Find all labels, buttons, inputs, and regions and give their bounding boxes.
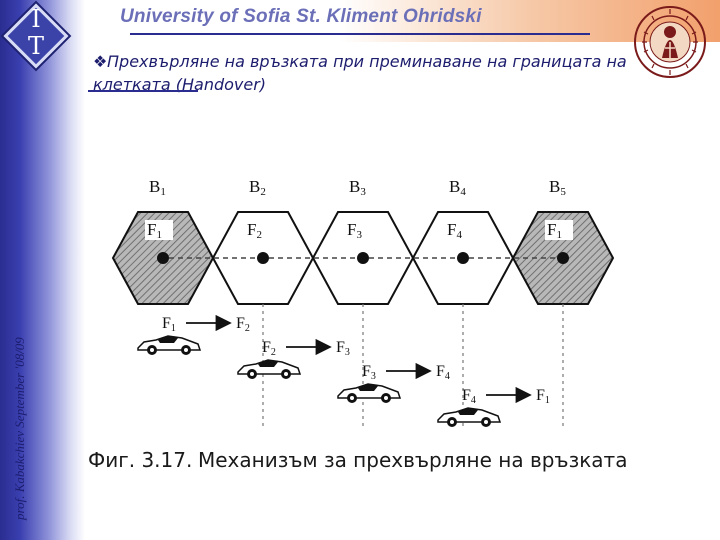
station-label: B1 [149, 177, 166, 198]
station-label: B4 [449, 177, 466, 198]
car-icon [337, 383, 402, 403]
handover-to-label: F2 [236, 315, 250, 334]
handover-from-label: F3 [362, 363, 376, 382]
base-station-dot [557, 252, 569, 264]
base-station-dot [357, 252, 369, 264]
base-station-dot [257, 252, 269, 264]
cell-row [111, 211, 615, 305]
university-seal-icon [634, 6, 706, 78]
cell-label-bg [145, 220, 173, 240]
caption-text: Механизъм за прехвърляне на връзката [198, 448, 628, 472]
bullet-text: Прехвърляне на връзката при преминаване … [93, 52, 627, 94]
logo-letters: I T [10, 6, 62, 70]
handover-from-label: F4 [462, 387, 476, 406]
title-divider [130, 33, 590, 35]
handover-to-label: F4 [436, 363, 450, 382]
sidebar-gradient [0, 0, 85, 540]
header-bar [85, 0, 720, 42]
logo-letter-top: I [31, 5, 41, 33]
bullet-diamond-icon: ❖ [93, 52, 108, 71]
car-icon [137, 335, 202, 355]
station-label: B5 [549, 177, 566, 198]
handover-to-label: F3 [336, 339, 350, 358]
subtitle-underline [88, 90, 198, 92]
figure-caption: Фиг. 3.17.Механизъм за прехвърляне на вр… [88, 448, 627, 472]
logo-letter-bottom: T [27, 32, 44, 60]
car-icon [237, 359, 302, 379]
handover-from-label: F1 [162, 315, 176, 334]
author-vertical-text: prof. Kabakchiev September '08/09 [12, 337, 27, 520]
car-icon [437, 407, 502, 427]
cell-label-bg [545, 220, 573, 240]
base-station-dot [457, 252, 469, 264]
university-title: University of Sofia St. Kliment Ohridski [120, 6, 482, 27]
handover-to-label: F1 [536, 387, 550, 406]
caption-number: Фиг. 3.17. [88, 448, 193, 472]
base-station-dot [157, 252, 169, 264]
bullet-item: ❖Прехвърляне на връзката при преминаване… [93, 50, 693, 96]
station-label: B2 [249, 177, 266, 198]
station-label: B3 [349, 177, 366, 198]
handover-from-label: F2 [262, 339, 276, 358]
